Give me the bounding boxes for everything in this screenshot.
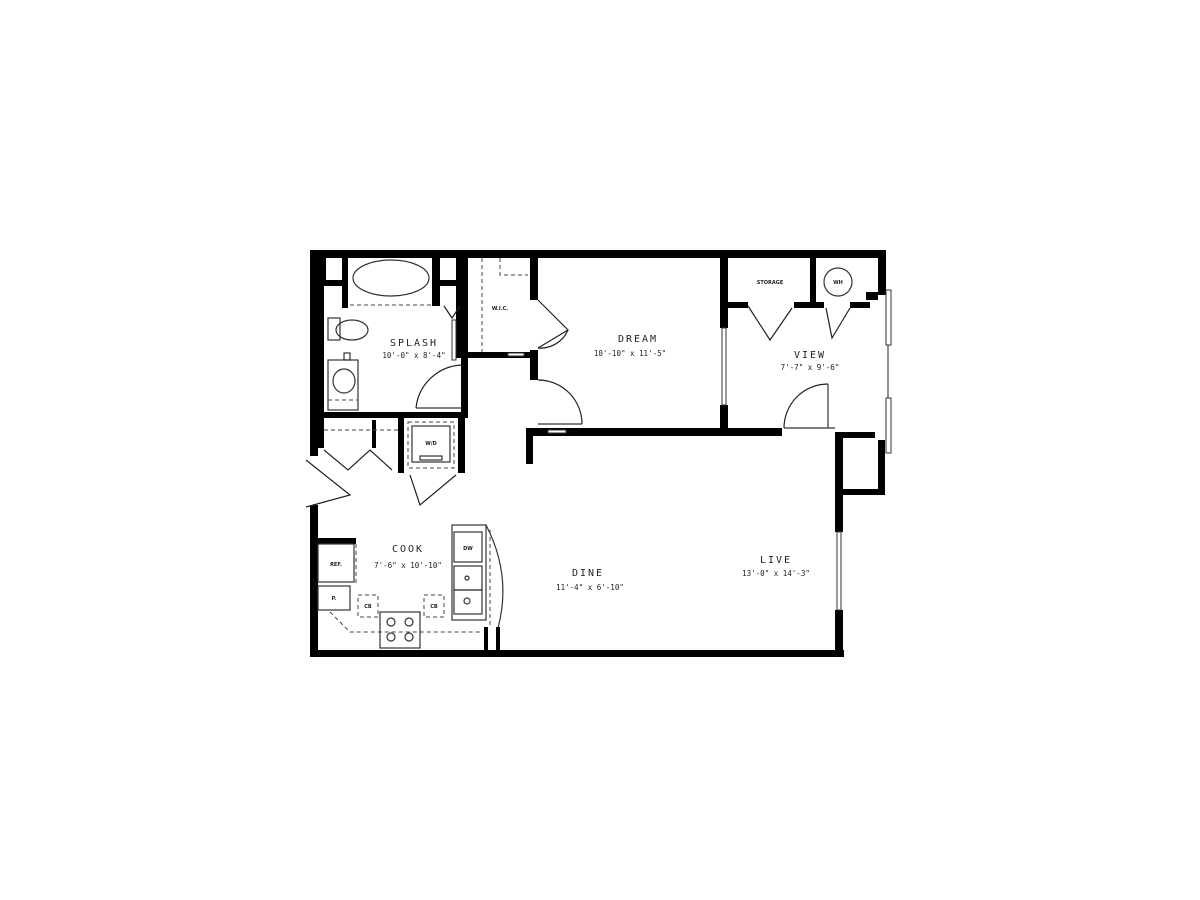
room-view-dims: 7'-7" x 9'-6" [781,363,840,372]
water-heater-icon [823,267,853,297]
storage-label: STORAGE [757,280,784,286]
walk-in-closet: W.I.C. [481,258,528,357]
sink-icon [327,352,359,411]
room-dine-name: DINE [572,568,604,579]
washer-dryer-label: W/D [425,441,437,447]
interior-walls [318,258,878,655]
cabinet-right-label: CB [430,604,438,610]
laundry: W/D [324,421,455,469]
refrigerator-icon [317,543,355,583]
room-cook-name: COOK [392,544,424,555]
stove-icon [379,611,421,649]
dishwasher-icon [453,531,483,563]
room-splash-dims: 10'-0" x 8'-4" [382,351,445,360]
dishwasher-label: DW [463,546,473,552]
room-dream-name: DREAM [618,334,658,345]
bathroom-fixtures [327,259,461,411]
room-live-name: LIVE [760,555,792,566]
water-heater-label: WH [833,280,843,286]
bathtub-icon [352,259,430,297]
refrigerator-label: REF. [330,562,342,568]
room-live-dims: 13'-0" x 14'-3" [742,569,810,578]
kitchen-sink-icon [453,565,483,615]
windows [721,289,892,611]
room-labels: SPLASH 10'-0" x 8'-4" DREAM 10'-10" x 11… [374,334,839,592]
room-view-name: VIEW [794,350,826,361]
washer-dryer-icon [407,421,455,469]
cabinet-left-label: CB [364,604,372,610]
storage-area: STORAGE WH [757,267,853,297]
pantry-label: P. [332,596,337,602]
kitchen-fixtures: REF. P. CB CB DW [317,524,504,649]
pantry-icon [317,585,351,611]
wic-label: W.I.C. [492,306,508,312]
room-cook-dims: 7'-6" x 10'-10" [374,561,442,570]
room-dream-dims: 10'-10" x 11'-5" [594,349,666,358]
toilet-icon [327,317,369,341]
room-dine-dims: 11'-4" x 6'-10" [556,583,624,592]
exterior-walls [310,250,886,657]
room-splash-name: SPLASH [390,338,438,349]
doors [305,299,851,508]
